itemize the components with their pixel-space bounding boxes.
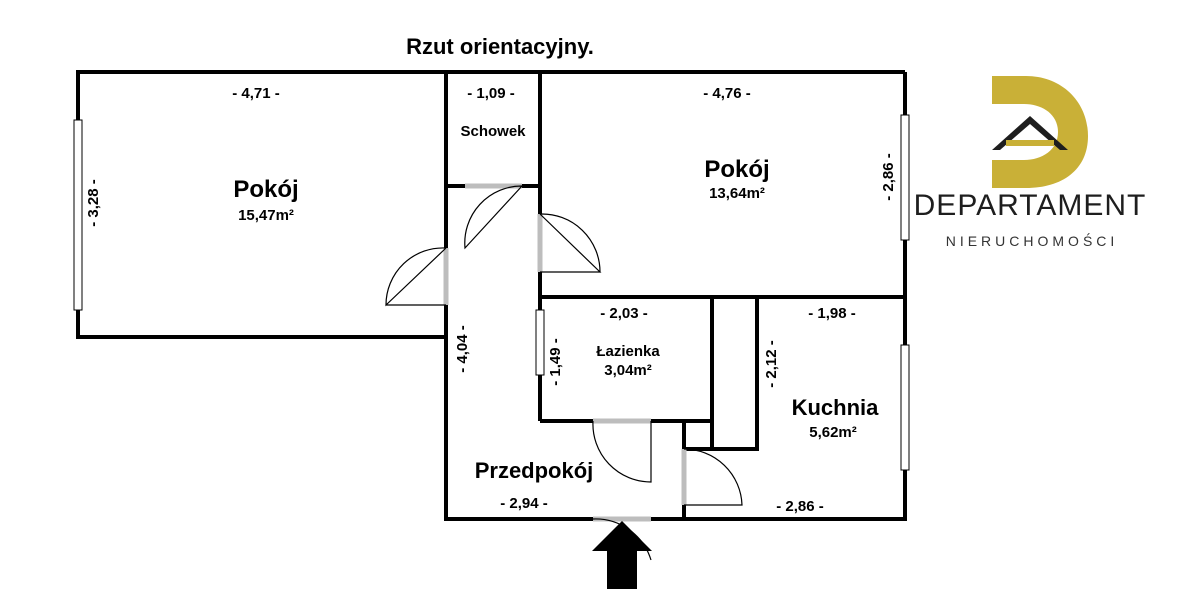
room-kuchnia-name: Kuchnia [792, 395, 880, 420]
room-lazienka-area: 3,04m² [604, 362, 652, 379]
window-right-room [900, 114, 910, 241]
entrance-arrow-icon [592, 521, 652, 589]
logo-name: DEPARTAMENT [914, 189, 1147, 222]
logo-d-emblem-icon [992, 76, 1088, 188]
room-schowek-name: Schowek [460, 123, 526, 140]
dim-pokoj-left-width: - 4,71 - [232, 85, 280, 102]
dim-kuchnia-width: - 1,98 - [808, 305, 856, 322]
window-bathroom [535, 309, 545, 376]
dim-kuchnia-height: - 2,12 - [763, 340, 780, 388]
room-pokoj-right-name: Pokój [704, 156, 769, 183]
room-kuchnia-area: 5,62m² [809, 424, 857, 441]
dim-schowek-width: - 1,09 - [467, 85, 515, 102]
room-pokoj-left-area: 15,47m² [238, 207, 294, 224]
door-swings [385, 185, 743, 561]
dim-kuchnia-bottom: - 2,86 - [776, 498, 824, 515]
dim-pokoj-right-height: - 2,86 - [880, 153, 897, 201]
walls [76, 70, 907, 521]
room-pokoj-right-area: 13,64m² [709, 185, 765, 202]
dim-lazienka-width: - 2,03 - [600, 305, 648, 322]
windows [73, 114, 910, 471]
dim-hall-height: - 4,04 - [454, 325, 471, 373]
dim-lazienka-height: - 1,49 - [547, 338, 564, 386]
room-przedpokoj-name: Przedpokój [475, 458, 594, 483]
dim-pokoj-right-width: - 4,76 - [703, 85, 751, 102]
dim-przedpokoj-width: - 2,94 - [500, 495, 548, 512]
company-logo: DEPARTAMENT NIERUCHOMOŚCI [914, 76, 1147, 249]
window-left [73, 119, 83, 311]
window-kitchen [900, 344, 910, 471]
room-lazienka-name: Łazienka [596, 343, 660, 360]
logo-subtitle: NIERUCHOMOŚCI [946, 232, 1119, 249]
plan-title: Rzut orientacyjny. [406, 34, 594, 59]
room-pokoj-left-name: Pokój [233, 176, 298, 203]
dim-pokoj-left-height: - 3,28 - [85, 179, 102, 227]
